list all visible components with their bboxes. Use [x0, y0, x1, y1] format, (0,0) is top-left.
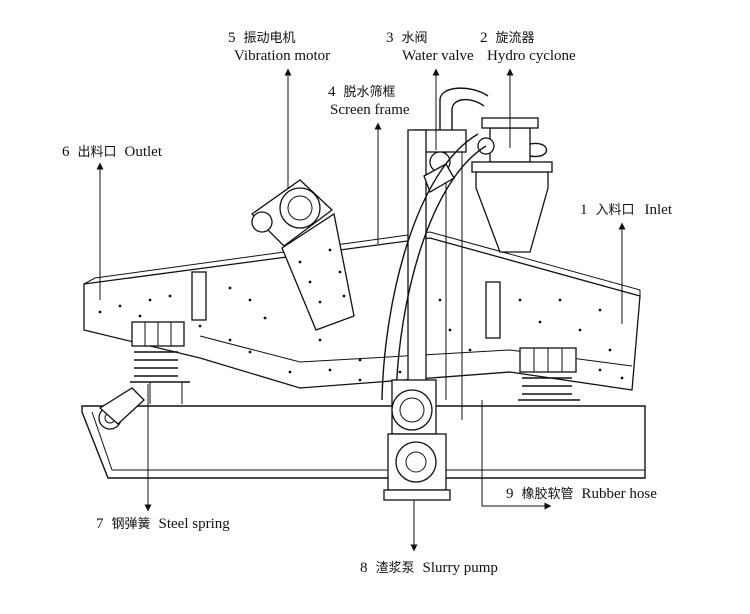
rubber-hose	[381, 133, 487, 401]
label-steel-spring-num: 7	[96, 516, 104, 532]
label-water-valve: 3 水阀 Water valve	[386, 30, 474, 64]
label-rubber-hose-num: 9	[506, 486, 514, 502]
label-steel-spring: 7 钢弹簧 Steel spring	[96, 516, 230, 532]
rivet-dots	[98, 286, 624, 382]
label-inlet-zh: 入料口	[596, 203, 635, 218]
label-slurry-pump: 8 渣浆泵 Slurry pump	[360, 560, 498, 576]
label-hydro-cyclone-num: 2	[480, 30, 488, 46]
vibration-motor	[250, 179, 355, 331]
label-water-valve-zh: 水阀	[402, 31, 428, 46]
label-outlet-en: Outlet	[125, 144, 163, 160]
label-outlet: 6 出料口 Outlet	[62, 144, 163, 160]
label-vibration-motor-zh: 振动电机	[244, 31, 296, 46]
label-rubber-hose-zh: 橡胶软管	[522, 486, 574, 502]
label-inlet-num: 1	[580, 202, 588, 218]
label-hydro-cyclone-en: Hydro cyclone	[487, 48, 576, 64]
label-rubber-hose: 9 橡胶软管 Rubber hose	[506, 486, 657, 502]
label-vibration-motor: 5 振动电机 Vibration motor	[228, 30, 330, 64]
label-screen-frame-en: Screen frame	[330, 102, 410, 118]
label-vibration-motor-num: 5	[228, 30, 236, 46]
label-screen-frame: 4 脱水筛框 Screen frame	[328, 84, 410, 118]
label-outlet-zh: 出料口	[78, 145, 117, 160]
label-inlet-en: Inlet	[645, 202, 673, 218]
spring-right	[518, 347, 580, 401]
label-slurry-pump-en: Slurry pump	[423, 560, 498, 576]
label-screen-frame-zh: 脱水筛框	[344, 85, 396, 100]
feed-pipe	[407, 87, 489, 420]
base-tank	[81, 405, 646, 479]
label-water-valve-en: Water valve	[402, 48, 474, 64]
label-slurry-pump-zh: 渣浆泵	[376, 561, 415, 576]
label-inlet: 1 入料口 Inlet	[580, 202, 673, 218]
label-water-valve-num: 3	[386, 30, 394, 46]
label-outlet-num: 6	[62, 144, 70, 160]
svg-text:3水阀: 3 水阀	[386, 30, 428, 46]
label-steel-spring-zh: 钢弹簧	[112, 516, 151, 532]
label-screen-frame-num: 4	[328, 84, 336, 100]
label-hydro-cyclone-zh: 旋流器	[496, 31, 535, 46]
label-rubber-hose-en: Rubber hose	[582, 486, 658, 502]
slurry-pump	[383, 379, 451, 501]
arrow-rubber-hose	[481, 400, 552, 510]
callout-arrows	[96, 68, 626, 552]
spring-left	[130, 321, 190, 404]
discharge-pipe	[98, 387, 145, 430]
label-steel-spring-en: Steel spring	[159, 516, 231, 532]
label-vibration-motor-en: Vibration motor	[234, 48, 330, 64]
label-hydro-cyclone: 2 旋流器 Hydro cyclone	[480, 30, 576, 64]
label-slurry-pump-num: 8	[360, 560, 368, 576]
